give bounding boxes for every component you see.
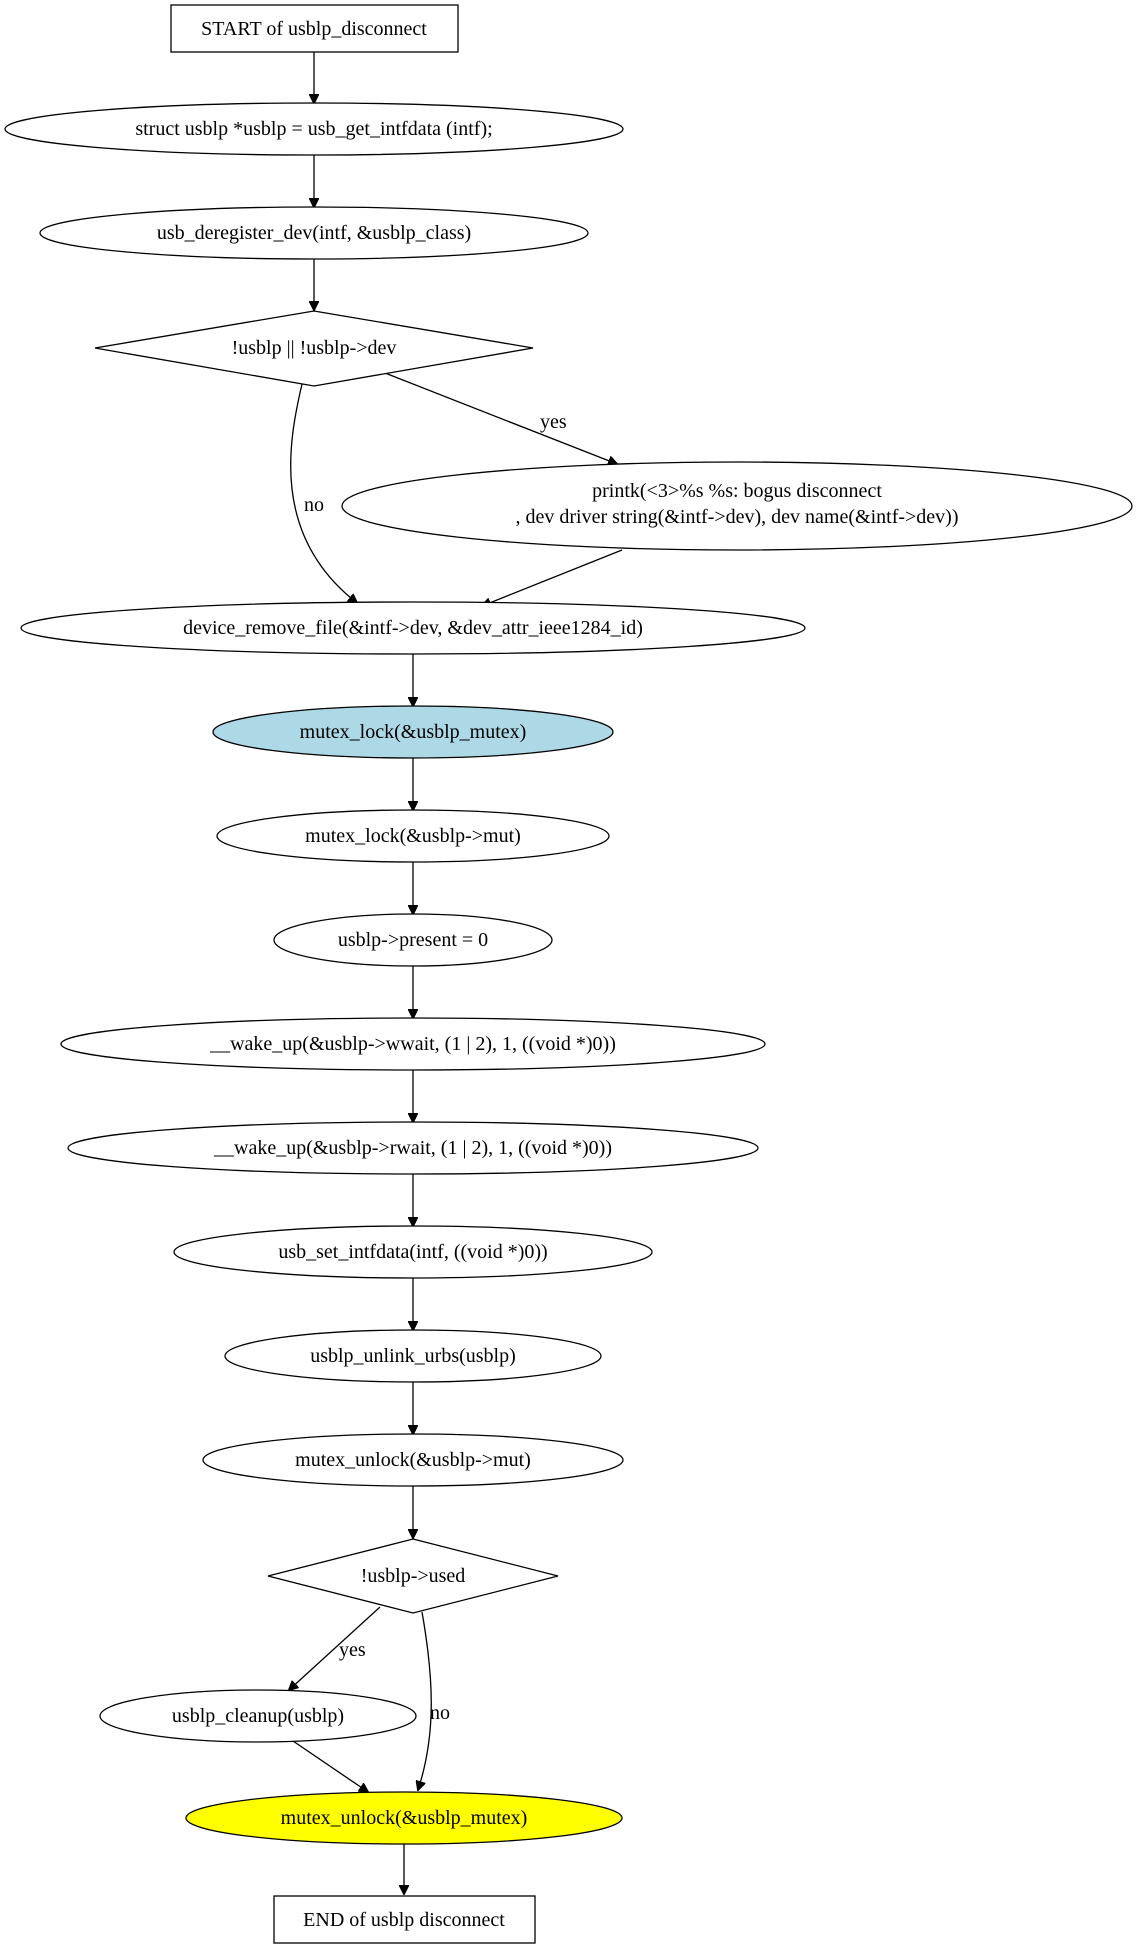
node-wake-up-rwait[interactable]: __wake_up(&usblp->rwait, (1 | 2), 1, ((v…: [67, 1121, 759, 1175]
edge-used-no-to-mutex-unlock: [418, 1611, 432, 1790]
node-printk-label-line1: printk(<3>%s %s: bogus disconnect: [592, 480, 882, 502]
edge-check-yes-to-printk: [384, 372, 617, 464]
edge-labels: yes no yes no: [304, 411, 567, 1724]
node-set-intfdata-label: usb_set_intfdata(intf, ((void *)0)): [278, 1241, 547, 1263]
node-wake-up-rwait-label: __wake_up(&usblp->rwait, (1 | 2), 1, ((v…: [213, 1137, 612, 1159]
node-usblp-cleanup[interactable]: usblp_cleanup(usblp): [99, 1689, 417, 1743]
node-end[interactable]: END of usblp disconnect: [273, 1895, 536, 1944]
node-deregister-dev[interactable]: usb_deregister_dev(intf, &usblp_class): [39, 206, 589, 260]
decision-usblp-dev-label: !usblp || !usblp->dev: [232, 337, 397, 359]
edge-label-used-no: no: [430, 1702, 450, 1724]
node-present-zero[interactable]: usblp->present = 0: [273, 913, 553, 967]
decision-usblp-dev[interactable]: !usblp || !usblp->dev: [94, 310, 534, 387]
node-get-intfdata[interactable]: struct usblp *usblp = usb_get_intfdata (…: [4, 102, 624, 156]
node-mutex-unlock-usblp-mutex-shape: [185, 1791, 623, 1845]
node-mutex-unlock-mut-label: mutex_unlock(&usblp->mut): [295, 1449, 531, 1471]
node-mutex-lock-usblp-mutex[interactable]: mutex_lock(&usblp_mutex): [212, 705, 614, 759]
node-mutex-unlock-usblp-mutex[interactable]: mutex_unlock(&usblp_mutex): [185, 1791, 623, 1845]
edge-label-check-no: no: [304, 494, 324, 516]
node-device-remove-file-label: device_remove_file(&intf->dev, &dev_attr…: [183, 617, 643, 639]
node-mutex-lock-usblp-mutex-shape: [212, 705, 614, 759]
node-printk-label-line2: , dev driver string(&intf->dev), dev nam…: [516, 506, 959, 528]
node-printk[interactable]: printk(<3>%s %s: bogus disconnect , dev …: [341, 461, 1133, 551]
node-unlink-urbs[interactable]: usblp_unlink_urbs(usblp): [224, 1329, 602, 1383]
node-wake-up-wwait-label: __wake_up(&usblp->wwait, (1 | 2), 1, ((v…: [209, 1033, 616, 1055]
node-unlink-urbs-label: usblp_unlink_urbs(usblp): [310, 1345, 516, 1367]
node-wake-up-wwait[interactable]: __wake_up(&usblp->wwait, (1 | 2), 1, ((v…: [60, 1017, 766, 1071]
node-mutex-lock-usblp-mutex-label: mutex_lock(&usblp_mutex): [300, 721, 527, 743]
node-deregister-dev-label: usb_deregister_dev(intf, &usblp_class): [157, 222, 471, 244]
decision-usblp-used-label: !usblp->used: [361, 1565, 466, 1587]
node-mutex-lock-mut[interactable]: mutex_lock(&usblp->mut): [216, 809, 610, 863]
node-mutex-lock-mut-label: mutex_lock(&usblp->mut): [305, 825, 521, 847]
node-mutex-unlock-mut[interactable]: mutex_unlock(&usblp->mut): [202, 1433, 624, 1487]
edge-check-no-to-remove-file: [290, 383, 357, 603]
node-start[interactable]: START of usblp_disconnect: [170, 4, 459, 53]
edge-printk-to-remove-file: [482, 549, 623, 606]
edge-label-check-yes: yes: [540, 411, 567, 433]
edge-used-yes-to-cleanup: [289, 1606, 381, 1690]
edge-cleanup-to-mutex-unlock: [292, 1740, 368, 1792]
node-device-remove-file[interactable]: device_remove_file(&intf->dev, &dev_attr…: [20, 601, 806, 655]
node-end-label: END of usblp disconnect: [303, 1909, 505, 1931]
node-usblp-cleanup-label: usblp_cleanup(usblp): [172, 1705, 344, 1727]
decision-usblp-used[interactable]: !usblp->used: [267, 1538, 559, 1614]
node-set-intfdata[interactable]: usb_set_intfdata(intf, ((void *)0)): [173, 1225, 653, 1279]
node-present-zero-label: usblp->present = 0: [338, 929, 488, 951]
node-mutex-unlock-usblp-mutex-label: mutex_unlock(&usblp_mutex): [281, 1807, 528, 1829]
node-start-label: START of usblp_disconnect: [201, 18, 427, 40]
edge-label-used-yes: yes: [339, 1639, 366, 1661]
node-get-intfdata-label: struct usblp *usblp = usb_get_intfdata (…: [135, 118, 492, 140]
edges: [289, 52, 623, 1894]
